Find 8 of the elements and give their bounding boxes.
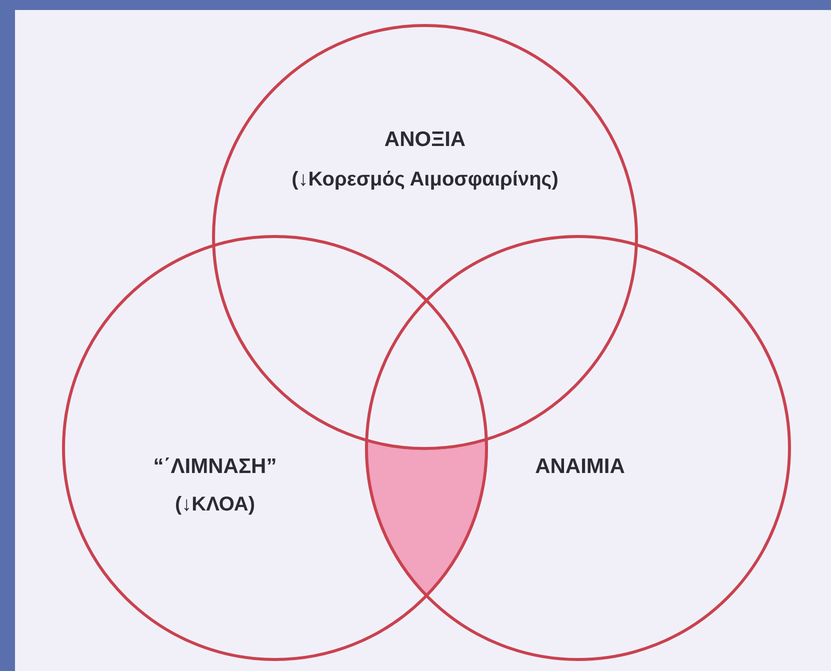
venn-circle (365, 235, 791, 661)
venn-circle (62, 235, 488, 661)
circle-subtitle: (↓Κορεσμός Αιμοσφαιρίνης) (292, 168, 558, 192)
circle-title: ΑΝΑΙΜΙΑ (535, 455, 625, 479)
circle-subtitle: (↓ΚΛΟΑ) (174, 494, 256, 516)
circle-title: ΑΝΟΞΙΑ (384, 128, 466, 152)
venn-circle (212, 24, 638, 450)
circle-title: “΄ΛΙΜΝΑΣΗ” (153, 455, 277, 479)
